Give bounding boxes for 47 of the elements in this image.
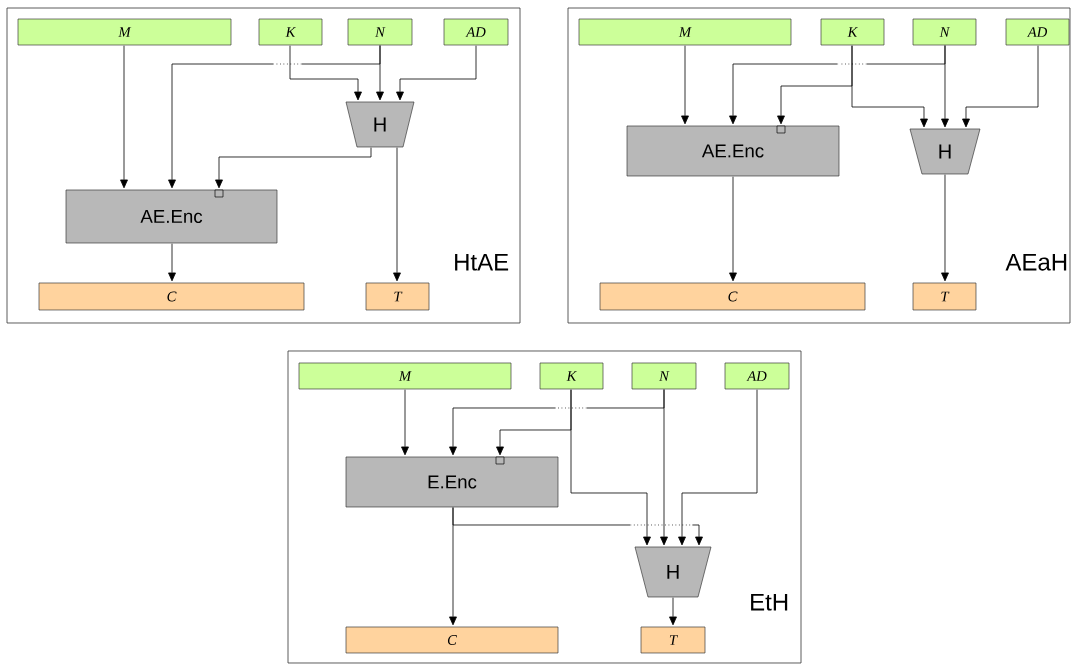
arrow [678,389,758,546]
input-box: AD [724,362,790,390]
arrow [396,45,477,101]
output-box: C [345,626,559,654]
arrow [941,45,949,128]
arrow [729,176,737,282]
input-box: K [539,362,604,390]
input-box: AD [443,18,509,46]
input-box: N [347,18,413,46]
arrow [401,389,409,456]
hash-trapezoid: H [634,546,712,598]
arrow [570,389,651,546]
arrow [168,44,381,189]
arrow [729,44,946,125]
arrow [962,45,1039,128]
output-box: C [38,282,305,311]
input-box: N [631,362,697,390]
input-box: K [258,18,323,46]
output-box: T [640,626,706,654]
encryption-box: E.Enc [345,456,559,508]
encryption-box: AE.Enc [626,125,840,177]
input-box: M [17,18,232,46]
arrow [168,243,176,282]
input-box: M [298,362,512,390]
arrow [681,45,689,125]
output-box: C [599,282,866,311]
arrow [669,597,677,626]
arrow [449,388,665,456]
output-box: T [365,282,430,311]
arrow [215,147,372,189]
input-box: AD [1005,18,1070,46]
arrow [941,174,949,282]
encryption-box: AE.Enc [65,189,278,244]
arrow [289,45,362,101]
arrow [449,507,457,626]
hash-trapezoid: H [909,128,981,175]
arrow [452,506,703,546]
arrow [393,147,401,282]
arrow [120,45,128,189]
output-box: T [912,282,977,311]
input-box: N [912,18,977,46]
arrow [851,45,928,128]
arrow [660,389,668,546]
input-box: K [820,18,885,46]
input-box: M [578,18,792,46]
hash-trapezoid: H [345,101,415,148]
arrow [376,45,384,101]
